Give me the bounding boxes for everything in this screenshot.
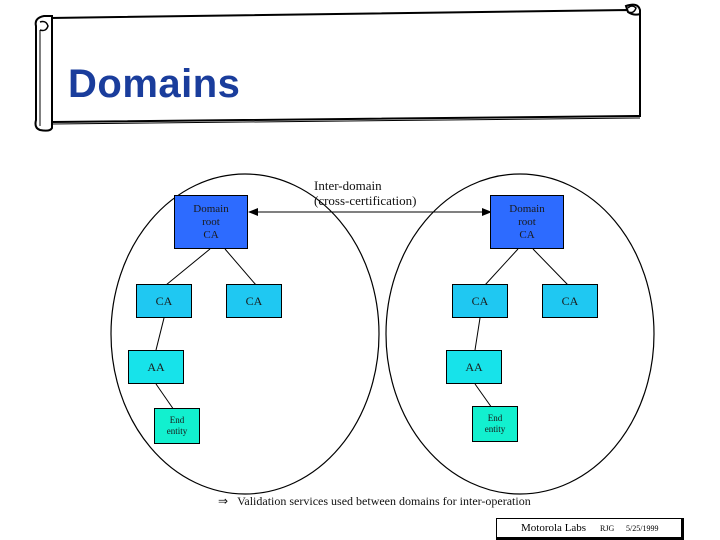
footnote-text: Validation services used between domains… [237, 494, 531, 508]
footnote: ⇒ Validation services used between domai… [218, 494, 531, 509]
right-domain-ellipse [385, 173, 655, 495]
right-root-line2: root [518, 215, 536, 228]
implies-arrow-icon: ⇒ [218, 494, 229, 508]
inter-domain-line1: Inter-domain [314, 178, 382, 193]
left-domain-root-ca[interactable]: Domain root CA [174, 195, 248, 249]
right-domain-ca-right[interactable]: CA [542, 284, 598, 318]
left-domain-aa[interactable]: AA [128, 350, 184, 384]
left-domain-end-entity[interactable]: End entity [154, 408, 200, 444]
footer-org: Motorola Labs [521, 522, 587, 534]
right-domain-ca-left[interactable]: CA [452, 284, 508, 318]
left-root-line3: CA [203, 228, 219, 241]
left-ee-line2: entity [166, 426, 188, 436]
left-domain-ca-left[interactable]: CA [136, 284, 192, 318]
right-ee-line2: entity [484, 424, 506, 434]
footer-date: 5/25/1999 [626, 524, 659, 533]
right-domain-end-entity[interactable]: End entity [472, 406, 518, 442]
arrowhead-left [248, 208, 258, 216]
right-ee-line1: End [487, 413, 503, 423]
slide-title: Domains [68, 62, 241, 106]
footer-initials: RJG [600, 524, 615, 533]
right-root-line1: Domain [509, 202, 545, 215]
right-root-line3: CA [519, 228, 535, 241]
left-ee-line1: End [169, 415, 185, 425]
footer-box: Motorola Labs [496, 518, 684, 540]
left-domain-ellipse [110, 173, 380, 495]
arrowhead-right [482, 208, 492, 216]
left-root-line2: root [202, 215, 220, 228]
right-domain-aa[interactable]: AA [446, 350, 502, 384]
left-domain-ca-right[interactable]: CA [226, 284, 282, 318]
scroll-banner [34, 3, 641, 132]
inter-domain-label: Inter-domain (cross-certification) [314, 178, 417, 208]
left-root-line1: Domain [193, 202, 229, 215]
inter-domain-line2: (cross-certification) [314, 193, 417, 208]
right-domain-root-ca[interactable]: Domain root CA [490, 195, 564, 249]
